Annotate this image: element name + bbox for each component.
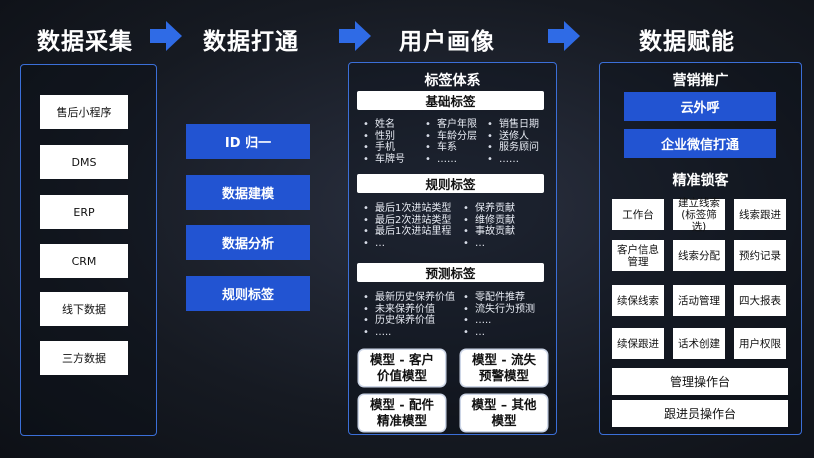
model-churn-warning: 模型 - 流失预警模型 (461, 350, 547, 386)
collect-item: CRM (40, 244, 128, 278)
model-parts-precision: 模型 - 配件精准模型 (359, 395, 445, 431)
grid-cell: 建立线索 (标签筛选) (673, 197, 725, 233)
basic-tags-col3: 销售日期送修人服务顾问…… (487, 119, 539, 165)
grid-cell: 预约记录 (734, 240, 786, 271)
collect-item: ERP (40, 195, 128, 229)
grid-cell: 线索跟进 (734, 199, 786, 230)
collect-item: 售后小程序 (40, 95, 128, 129)
connect-item: 数据建模 (186, 175, 310, 210)
grid-cell: 客户信息管理 (612, 240, 664, 271)
collect-item: 三方数据 (40, 341, 128, 375)
collect-item: DMS (40, 145, 128, 179)
heading-data-connect: 数据打通 (203, 29, 299, 55)
predict-tags-col2: 零配件推荐流失行为预测…..… (463, 292, 535, 338)
collect-item: 线下数据 (40, 292, 128, 326)
heading-user-portrait: 用户画像 (399, 29, 495, 55)
grid-cell: 用户权限 (734, 328, 786, 359)
tag-system-title: 标签体系 (424, 73, 481, 89)
grid-cell: 续保线索 (612, 285, 664, 316)
model-customer-value: 模型 - 客户价值模型 (359, 350, 445, 386)
predict-tags-header: 预测标签 (357, 263, 544, 282)
marketing-title: 营销推广 (672, 73, 729, 89)
basic-tags-col2: 客户年限车龄分层车系…… (425, 119, 477, 165)
grid-cell: 线索分配 (673, 240, 725, 271)
rule-tags-col1: 最后1次进站类型最后2次进站类型最后1次进站里程… (363, 203, 451, 249)
rule-tags-col2: 保养贡献维修贡献事故贡献… (463, 203, 515, 249)
rule-tags-header: 规则标签 (357, 174, 544, 193)
predict-tags-col1: 最新历史保养价值未来保养价值历史保养价值….. (363, 292, 455, 338)
heading-data-empower: 数据赋能 (639, 29, 735, 55)
follower-console: 跟进员操作台 (612, 400, 788, 427)
precision-lock-title: 精准锁客 (672, 173, 729, 189)
heading-data-collect: 数据采集 (37, 29, 133, 55)
connect-item: ID 归一 (186, 124, 310, 159)
basic-tags-col1: 姓名性别手机车牌号 (363, 119, 405, 165)
connect-item: 数据分析 (186, 225, 310, 260)
grid-cell: 工作台 (612, 199, 664, 230)
admin-console: 管理操作台 (612, 368, 788, 395)
cloud-call-item: 云外呼 (624, 92, 776, 121)
grid-cell: 四大报表 (734, 285, 786, 316)
connect-item: 规则标签 (186, 276, 310, 311)
grid-cell: 话术创建 (673, 328, 725, 359)
wecom-connect-item: 企业微信打通 (624, 129, 776, 158)
model-other: 模型 – 其他模型 (461, 395, 547, 431)
grid-cell: 续保跟进 (612, 328, 664, 359)
grid-cell: 活动管理 (673, 285, 725, 316)
basic-tags-header: 基础标签 (357, 91, 544, 110)
